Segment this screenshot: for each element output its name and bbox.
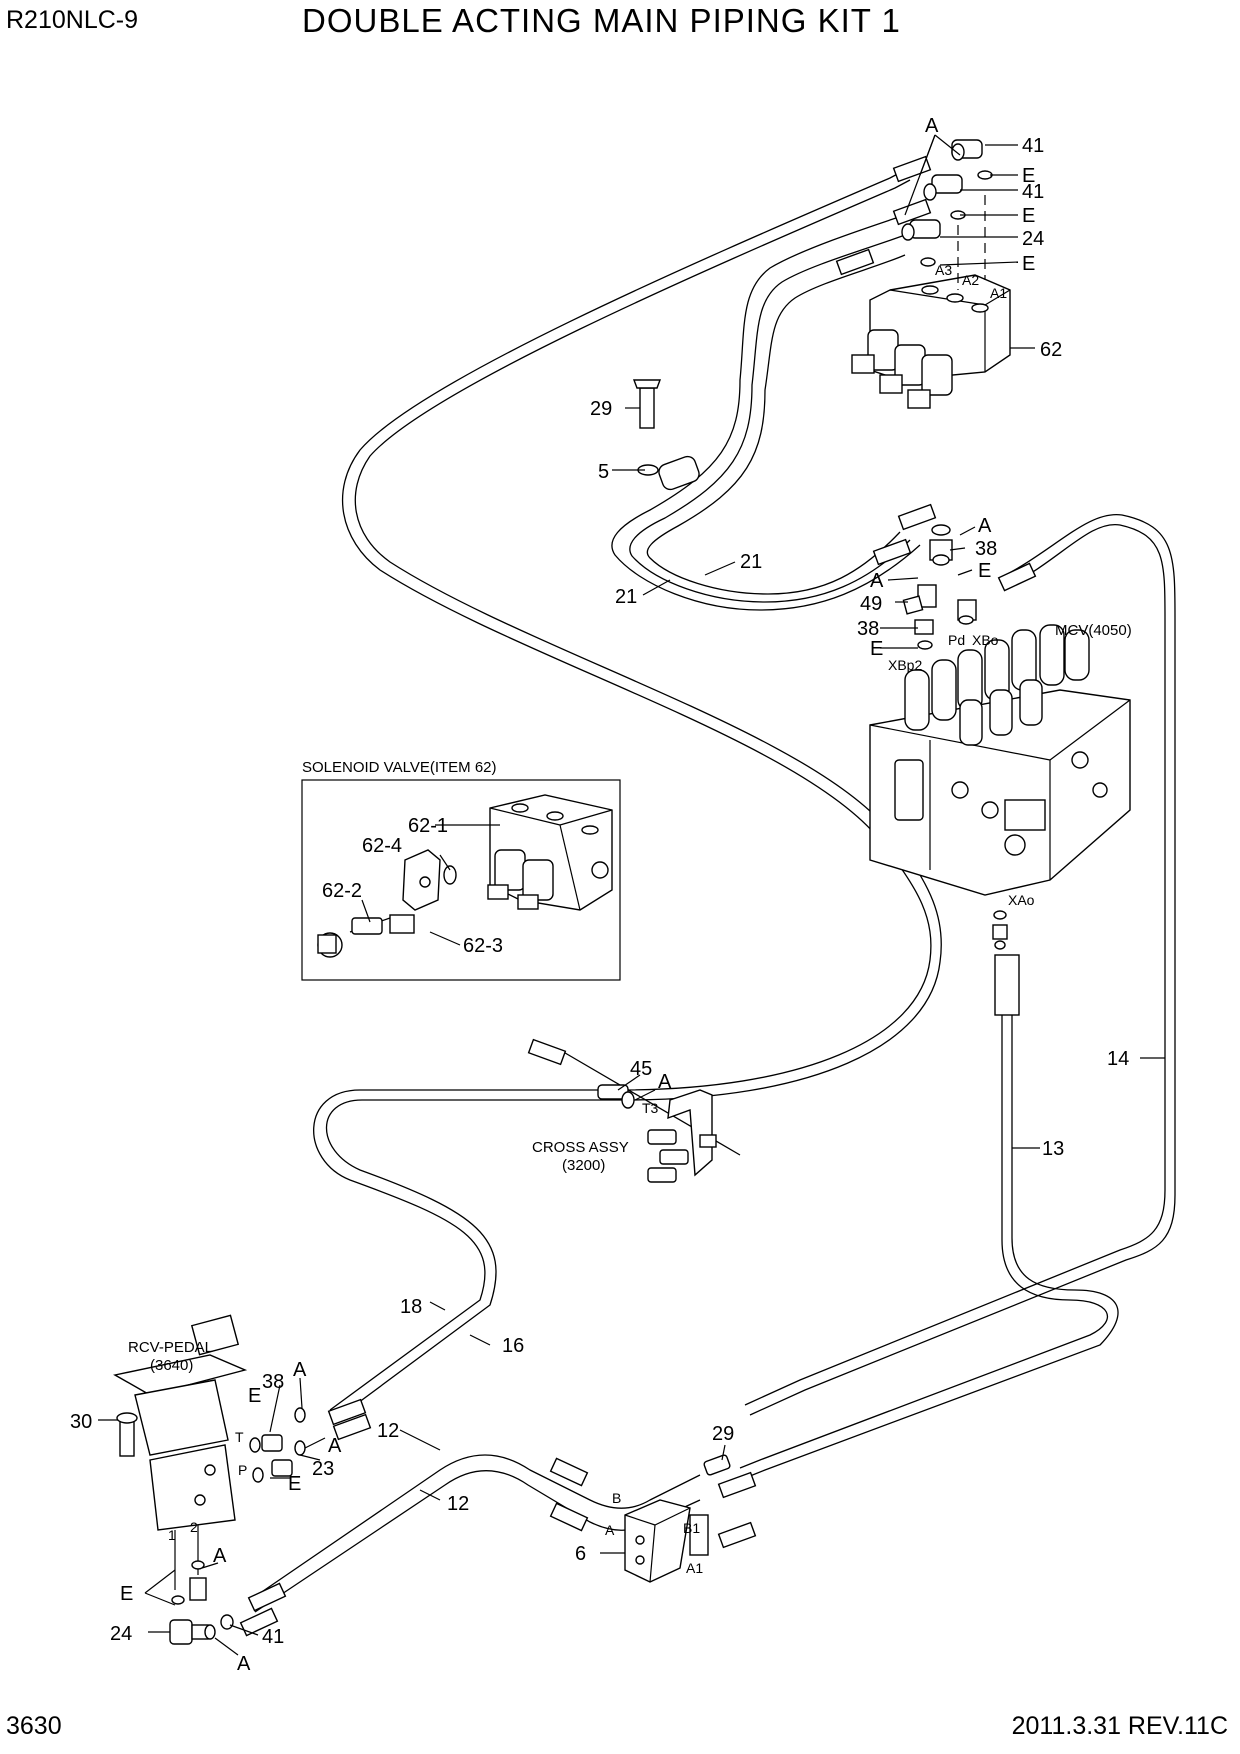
page-number: 3630	[6, 1712, 62, 1740]
port-label: 1	[168, 1527, 176, 1543]
port-label: T	[235, 1429, 244, 1445]
callout-24: 24	[110, 1623, 132, 1645]
callout-38: 38	[262, 1371, 284, 1393]
callout-41: 41	[1022, 181, 1044, 203]
callout-29: 29	[712, 1423, 734, 1445]
callout-5: 5	[598, 461, 609, 483]
port-label: A3	[935, 262, 952, 278]
callout-21: 21	[615, 586, 637, 608]
port-label: A1	[990, 285, 1007, 301]
callout-12: 12	[377, 1420, 399, 1442]
callout-16: 16	[502, 1335, 524, 1357]
cross-assy-number: (3200)	[562, 1157, 605, 1174]
callout-12: 12	[447, 1493, 469, 1515]
port-label: 2	[190, 1519, 198, 1535]
callout-23: 23	[312, 1458, 334, 1480]
callout-29: 29	[590, 398, 612, 420]
rcv-pedal-number: (3640)	[150, 1357, 193, 1374]
callout-24: 24	[1022, 228, 1044, 250]
callout-6: 6	[575, 1543, 586, 1565]
rcv-pedal	[113, 1314, 306, 1645]
callout-labels: A 41 E 41 E 24 E 62 29 5 21 21 A 38 E A …	[70, 115, 1132, 1675]
port-label: P	[238, 1462, 247, 1478]
inset-label-62-4: 62-4	[362, 835, 402, 857]
port-label: A1	[686, 1560, 703, 1576]
valve-block-6	[624, 1454, 731, 1583]
solenoid-valve-inset	[301, 779, 621, 981]
model-number: R210NLC-9	[6, 6, 139, 34]
cross-assy-label: CROSS ASSY	[532, 1139, 629, 1156]
callout-E: E	[870, 638, 883, 660]
callout-49: 49	[860, 593, 882, 615]
callout-E: E	[1022, 205, 1035, 227]
inset-label-62-1: 62-1	[408, 815, 448, 837]
port-label: XBo	[972, 632, 999, 648]
callout-45: 45	[630, 1058, 652, 1080]
callout-E: E	[288, 1473, 301, 1495]
callout-18: 18	[400, 1296, 422, 1318]
page-title: DOUBLE ACTING MAIN PIPING KIT 1	[302, 2, 901, 39]
callout-41: 41	[262, 1626, 284, 1648]
port-label: B1	[683, 1520, 700, 1536]
port-label: B	[612, 1490, 621, 1506]
callout-E: E	[1022, 253, 1035, 275]
callout-E: E	[978, 560, 991, 582]
callout-E: E	[1022, 165, 1035, 187]
port-label: A2	[962, 272, 979, 288]
callout-A: A	[213, 1545, 227, 1567]
hose-lines	[249, 169, 1176, 1613]
inset-frame	[301, 779, 621, 981]
revision-date: 2011.3.31 REV.11C	[1011, 1712, 1228, 1740]
callout-62: 62	[1040, 339, 1062, 361]
callout-A: A	[925, 115, 939, 137]
callout-A: A	[293, 1359, 307, 1381]
callout-E: E	[248, 1385, 261, 1407]
callout-E: E	[120, 1583, 133, 1605]
callout-30: 30	[70, 1411, 92, 1433]
inset-label-62-2: 62-2	[322, 880, 362, 902]
callout-38: 38	[975, 538, 997, 560]
callout-41: 41	[1022, 135, 1044, 157]
port-label: T3	[642, 1100, 659, 1116]
hose-clamp	[632, 379, 700, 491]
cross-assembly	[597, 1084, 717, 1183]
main-control-valve	[869, 524, 1131, 950]
callout-38: 38	[857, 618, 879, 640]
callout-21: 21	[740, 551, 762, 573]
port-label: A	[605, 1522, 615, 1538]
port-label: XBp2	[888, 657, 922, 673]
callout-13: 13	[1042, 1138, 1064, 1160]
callout-A: A	[978, 515, 992, 537]
callout-14: 14	[1107, 1048, 1129, 1070]
inset-title: SOLENOID VALVE(ITEM 62)	[302, 759, 497, 776]
hose-fittings	[239, 155, 1037, 1637]
inset-label-62-3: 62-3	[463, 935, 503, 957]
callout-A: A	[328, 1435, 342, 1457]
callout-A: A	[237, 1653, 251, 1675]
rcv-pedal-label: RCV-PEDAL	[128, 1339, 213, 1356]
solenoid-valve-62	[851, 139, 1011, 409]
leader-lines	[98, 134, 1165, 1656]
port-label: XAo	[1008, 892, 1035, 908]
mcv-label: MCV(4050)	[1055, 622, 1132, 639]
port-label: Pd	[948, 632, 965, 648]
callout-A: A	[870, 570, 884, 592]
callout-A: A	[658, 1071, 672, 1093]
